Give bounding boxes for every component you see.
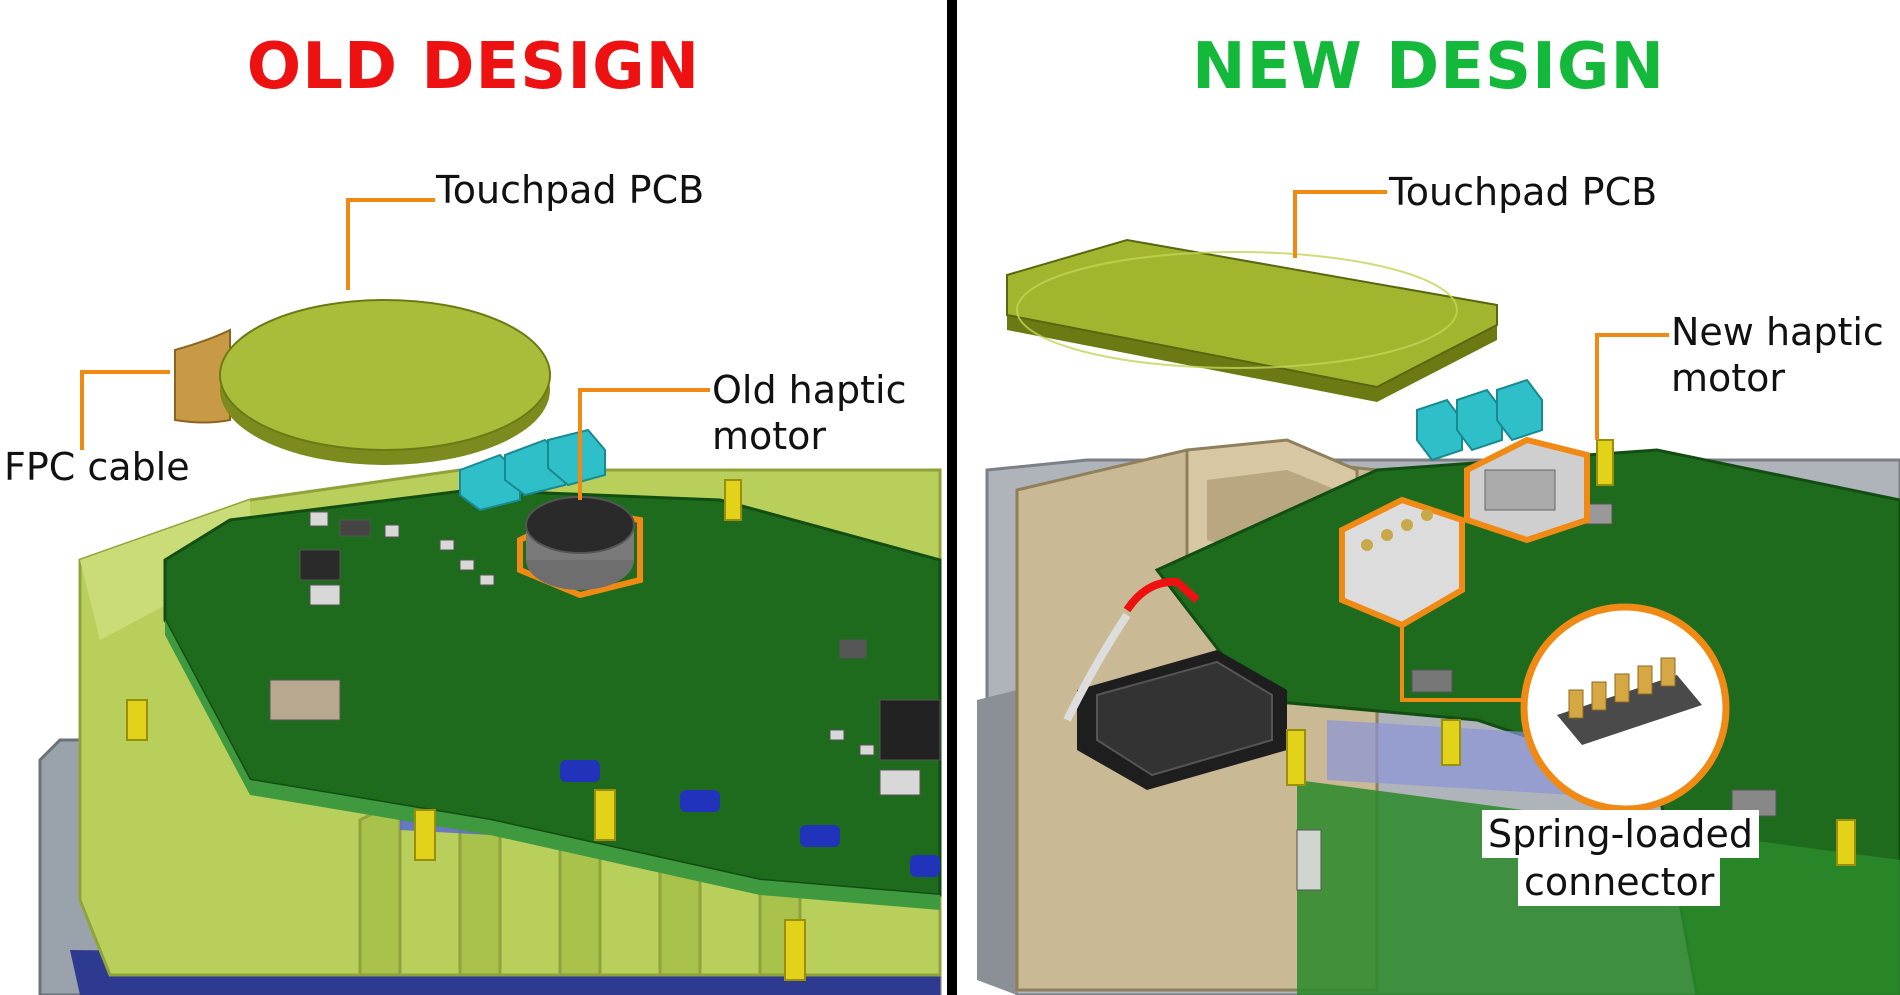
old-design-heading: OLD DESIGN xyxy=(246,30,701,104)
old-touchpad-pcb xyxy=(174,299,551,465)
new-side-shell xyxy=(977,690,1017,995)
cyan-connectors xyxy=(459,428,606,512)
new-cyan-connectors xyxy=(1416,378,1543,462)
new-haptic-motor xyxy=(1464,436,1590,544)
spring-contact-module xyxy=(1339,496,1465,629)
old-haptic-motor-label-line2: motor xyxy=(712,414,827,458)
pcb-components xyxy=(269,511,941,796)
blue-pads xyxy=(560,760,940,877)
new-yellow-posts xyxy=(1286,439,1856,866)
new-design-heading: NEW DESIGN xyxy=(1192,30,1665,104)
new-touchpad-pcb xyxy=(1006,238,1498,402)
panel-divider xyxy=(947,0,957,995)
old-callout-lines xyxy=(80,198,710,500)
connector-label-line2: connector xyxy=(1518,858,1721,906)
red-wire xyxy=(1123,577,1200,613)
connector-label-line1: Spring-loaded xyxy=(1482,810,1760,858)
new-haptic-motor-label-line1: New haptic xyxy=(1671,310,1884,354)
old-design-illustration xyxy=(38,198,942,995)
yellow-posts xyxy=(126,479,806,981)
connector-zoom-circle xyxy=(1520,603,1730,813)
new-haptic-motor-label-line2: motor xyxy=(1671,356,1786,400)
old-design-panel: OLD DESIGN Touchpad PCB FPC cable Old ha… xyxy=(0,0,947,995)
white-wire xyxy=(1063,612,1131,722)
fpc-cable-label: FPC cable xyxy=(4,445,190,489)
old-haptic-motor xyxy=(517,496,643,599)
old-touchpad-pcb-label: Touchpad PCB xyxy=(436,168,705,212)
old-haptic-motor-label-line1: Old haptic xyxy=(712,368,907,412)
speaker xyxy=(1077,650,1287,790)
new-callout-lines xyxy=(1293,190,1669,702)
new-design-panel: NEW DESIGN Touchpad PCB New haptic motor… xyxy=(957,0,1900,995)
new-touchpad-pcb-label: Touchpad PCB xyxy=(1389,170,1658,214)
